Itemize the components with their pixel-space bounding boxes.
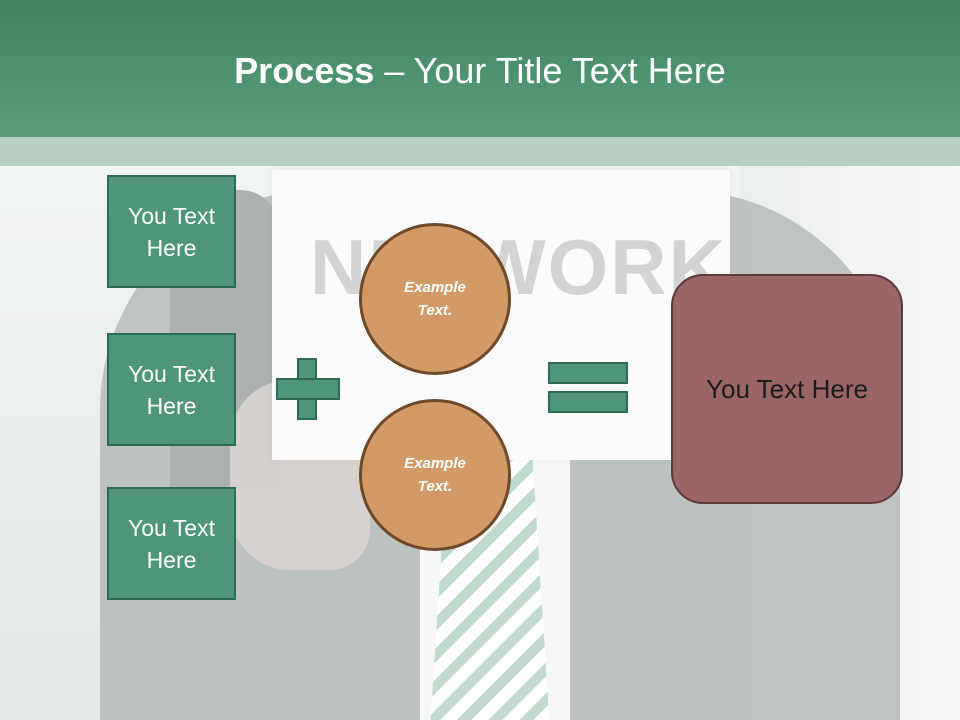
equals-bottom-bar: [548, 391, 628, 413]
title-bar: [0, 0, 960, 137]
page-title: Process – Your Title Text Here: [0, 50, 960, 92]
text-box-label: You Text Here: [128, 514, 215, 573]
example-circle-1[interactable]: Example Text.: [359, 223, 511, 375]
text-box-2[interactable]: You Text Here: [107, 333, 236, 446]
plus-center: [299, 380, 315, 398]
page-title-bold: Process: [234, 50, 375, 91]
result-box[interactable]: You Text Here: [671, 274, 903, 504]
plus-icon: [276, 358, 340, 420]
text-box-3[interactable]: You Text Here: [107, 487, 236, 600]
result-label: You Text Here: [706, 373, 868, 404]
text-box-label: You Text Here: [128, 202, 215, 261]
example-circle-2[interactable]: Example Text.: [359, 399, 511, 551]
circle-label: Example Text.: [404, 279, 466, 319]
page-title-rest: – Your Title Text Here: [374, 50, 726, 91]
title-underbar: [0, 137, 960, 166]
text-box-1[interactable]: You Text Here: [107, 175, 236, 288]
circle-label: Example Text.: [404, 455, 466, 495]
equals-top-bar: [548, 362, 628, 384]
text-box-label: You Text Here: [128, 360, 215, 419]
